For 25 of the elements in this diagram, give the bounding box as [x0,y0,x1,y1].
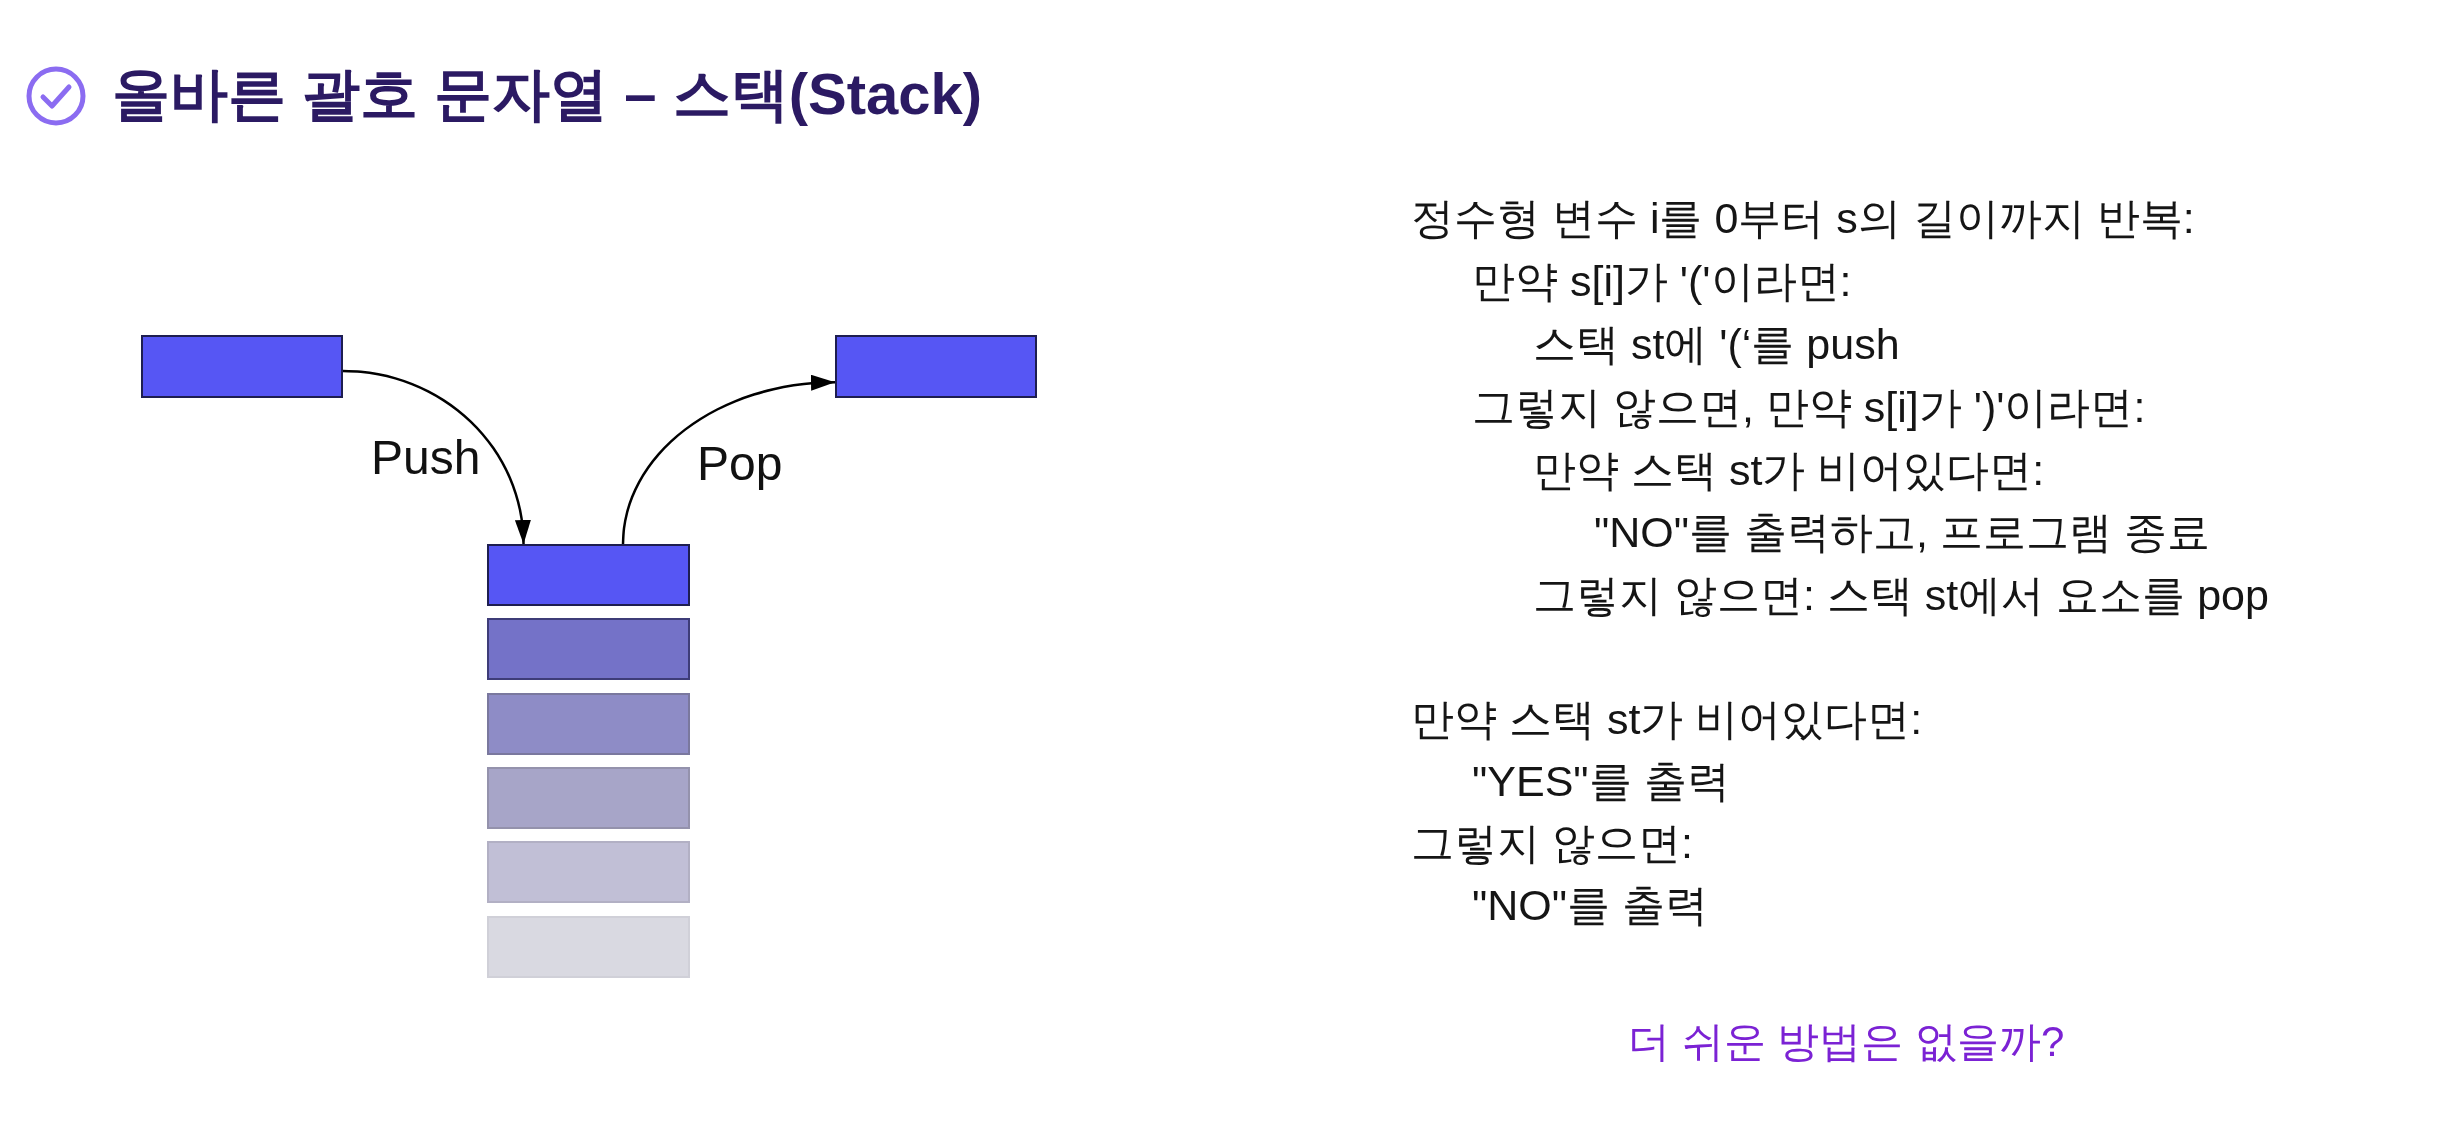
pseudocode-line: 스택 st에 '(‘를 push [1533,319,1900,370]
slide-title: 올바른 괄호 문자열 – 스택(Stack) [112,60,983,128]
data-block [141,335,343,398]
edge-label: Push [371,430,481,486]
pseudocode-line: "NO"를 출력 [1472,880,1708,931]
stack-slot [487,544,690,606]
stack-slot [487,618,690,680]
pseudocode-line: "NO"를 출력하고, 프로그램 종료 [1594,507,2210,558]
pseudocode-line: 그렇지 않으면, 만약 s[i]가 ')'이라면: [1472,382,2146,433]
pseudocode-line: "YES"를 출력 [1472,756,1730,807]
stack-slot [487,916,690,978]
pseudocode-line: 만약 s[i]가 '('이라면: [1472,256,1852,307]
pseudocode-line: 만약 스택 st가 비어있다면: [1533,445,2045,496]
data-block [835,335,1037,398]
stack-slot [487,693,690,755]
curved-arrow [621,374,836,545]
edge-label: Pop [697,436,783,492]
pseudocode-line: 만약 스택 st가 비어있다면: [1411,694,1923,745]
question-text: 더 쉬운 방법은 없을까? [1628,1017,2065,1067]
stack-slot [487,841,690,903]
stack-slot [487,767,690,829]
pseudocode-line: 정수형 변수 i를 0부터 s의 길이까지 반복: [1411,193,2195,244]
pseudocode-line: 그렇지 않으면: 스택 st에서 요소를 pop [1533,570,2269,621]
curved-arrow [342,369,531,545]
pseudocode-line: 그렇지 않으면: [1411,818,1693,869]
